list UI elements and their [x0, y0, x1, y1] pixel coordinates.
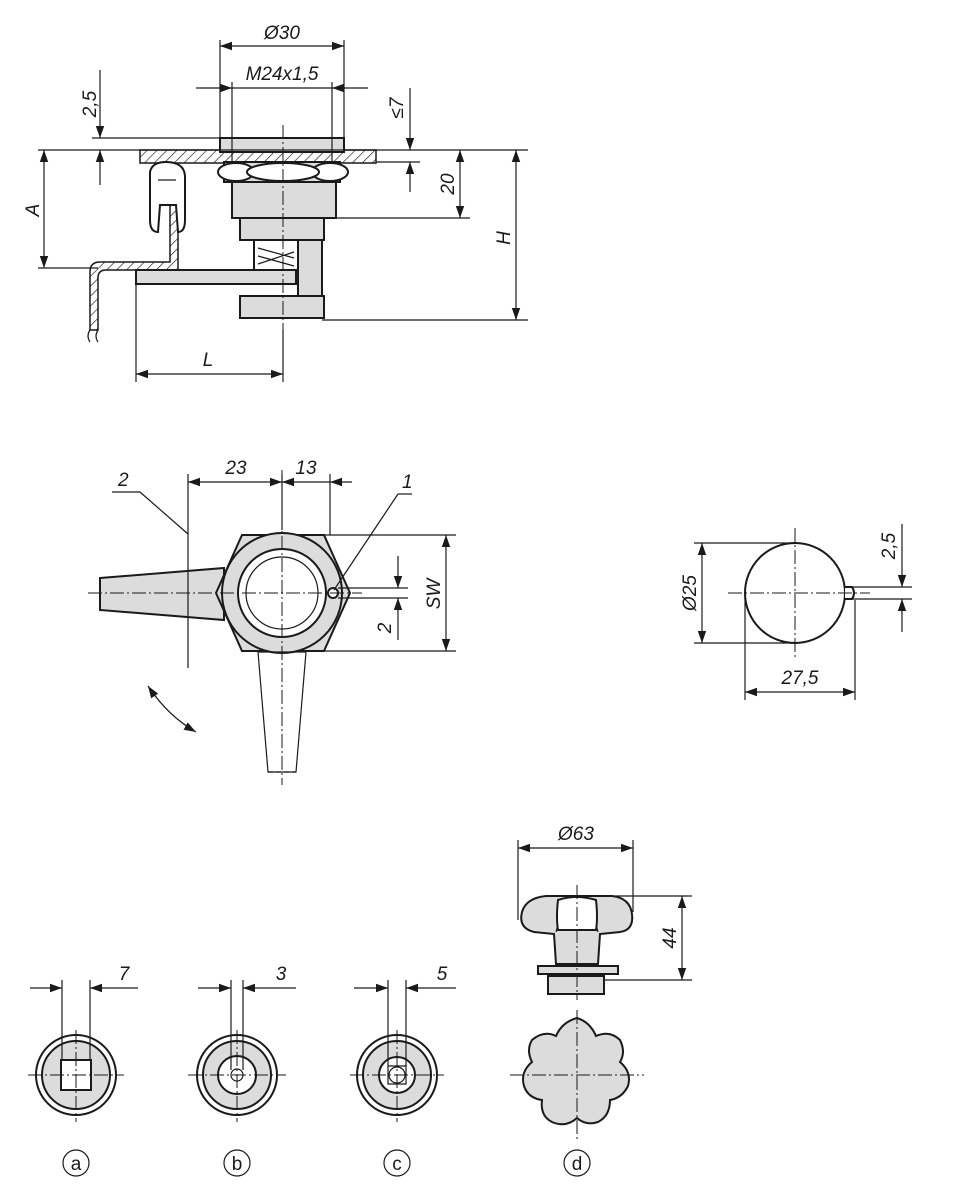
- variant-label-c: c: [392, 1154, 402, 1175]
- dim-20: 20: [438, 173, 459, 196]
- dim-dia25: Ø25: [680, 575, 701, 612]
- variant-label-b: b: [232, 1154, 243, 1175]
- variant-label-a: a: [71, 1154, 82, 1175]
- dim-le7: ≤7: [387, 96, 408, 118]
- lock-body: [231, 181, 337, 219]
- frame-section: [89, 189, 179, 331]
- dim-2: 2: [375, 622, 396, 634]
- dim-L: L: [203, 350, 214, 371]
- lever-horizontal: [99, 566, 225, 622]
- dim-H: H: [494, 231, 515, 245]
- lock-flange: [219, 137, 345, 153]
- dim-dia30: Ø30: [263, 23, 300, 44]
- dim-27-5: 27,5: [781, 668, 819, 689]
- seal-profile: [149, 160, 186, 234]
- front-view: 23 13 2 1 SW 2: [88, 458, 456, 785]
- callout-2: 2: [117, 470, 129, 491]
- callout-1: 1: [402, 472, 413, 493]
- rotation-arrow: [147, 685, 197, 733]
- variant-b: 3 b: [188, 964, 296, 1177]
- cam-tongue: [135, 269, 297, 285]
- dim-2-5-top: 2,5: [80, 90, 101, 118]
- dim-3: 3: [276, 964, 287, 985]
- dim-5: 5: [437, 964, 448, 985]
- section-view: Ø30 M24x1,5 2,5 A ≤7 20 H: [23, 23, 528, 382]
- dim-7: 7: [119, 964, 131, 985]
- dim-thread: M24x1,5: [246, 64, 319, 85]
- star-knob-top: [522, 1016, 630, 1126]
- dim-SW: SW: [424, 577, 445, 610]
- variant-label-d: d: [572, 1154, 583, 1175]
- dim-dia63: Ø63: [557, 824, 594, 845]
- variant-d: Ø63 44 d: [510, 824, 692, 1177]
- dim-44: 44: [660, 927, 681, 948]
- variant-c: 5 c: [350, 964, 456, 1177]
- panel-cutout-view: Ø25 2,5 27,5: [680, 524, 912, 700]
- variant-a: 7 a: [28, 964, 138, 1177]
- dim-2-5-right: 2,5: [879, 532, 900, 560]
- dim-13: 13: [295, 458, 317, 479]
- dim-A: A: [23, 204, 44, 218]
- dim-23: 23: [224, 458, 247, 479]
